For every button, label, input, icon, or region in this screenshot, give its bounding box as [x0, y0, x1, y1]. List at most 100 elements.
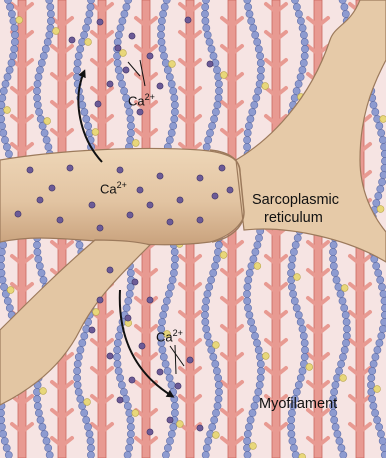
myosin-bead: [0, 430, 7, 437]
myosin-bead: [300, 332, 307, 339]
myosin-bead: [124, 402, 131, 409]
myosin-bead: [375, 269, 382, 276]
myosin-bead: [77, 395, 84, 402]
myosin-bead: [157, 31, 164, 38]
myosin-bead: [332, 381, 339, 388]
myosin-bead: [257, 367, 264, 374]
calcium-ion-dot-icon: [175, 383, 181, 389]
myosin-bead: [244, 129, 251, 136]
myosin-bead: [290, 248, 297, 255]
myosin-bead: [343, 332, 350, 339]
troponin-dot: [262, 353, 269, 360]
calcium-ion-dot-icon: [89, 202, 95, 208]
troponin-dot: [92, 129, 99, 136]
myosin-bead: [245, 122, 252, 129]
myosin-bead: [212, 409, 219, 416]
myosin-bead: [244, 0, 251, 4]
myosin-bead: [288, 430, 295, 437]
myosin-bead: [83, 24, 90, 31]
myosin-bead: [209, 423, 216, 430]
myosin-bead: [208, 276, 215, 283]
myosin-bead: [0, 283, 7, 290]
myosin-bead: [74, 381, 81, 388]
myosin-bead: [121, 10, 128, 17]
myosin-bead: [127, 416, 134, 423]
troponin-dot: [177, 421, 184, 428]
myosin-bead: [287, 269, 294, 276]
myosin-bead: [33, 87, 40, 94]
myosin-bead: [248, 318, 255, 325]
myosin-bead: [114, 59, 121, 66]
myosin-bead: [343, 325, 350, 332]
myosin-bead: [160, 311, 167, 318]
myosin-bead: [293, 304, 300, 311]
myosin-bead: [162, 59, 169, 66]
myosin-bead: [11, 31, 18, 38]
myosin-bead: [6, 66, 13, 73]
calcium-ion-dot-icon: [177, 197, 183, 203]
myosin-bead: [244, 304, 251, 311]
myosin-bead: [378, 283, 385, 290]
myosin-bead: [378, 129, 385, 136]
myosin-bead: [245, 423, 252, 430]
myosin-bead: [215, 395, 222, 402]
myosin-bead: [330, 241, 337, 248]
myosin-bead: [291, 94, 298, 101]
calcium-ion-dot-icon: [37, 197, 43, 203]
calcium-ion-dot-icon: [212, 193, 218, 199]
myosin-bead: [246, 311, 253, 318]
myosin-bead: [161, 3, 168, 10]
myosin-bead: [203, 444, 210, 451]
troponin-dot: [16, 17, 23, 24]
myosin-bead: [244, 451, 251, 458]
myosin-bead: [288, 416, 295, 423]
calcium-ion-dot-icon: [137, 187, 143, 193]
troponin-dot: [213, 342, 220, 349]
myosin-bead: [120, 388, 127, 395]
myosin-bead: [11, 24, 18, 31]
myosin-bead: [373, 262, 380, 269]
myosin-bead: [0, 276, 6, 283]
myosin-bead: [215, 374, 222, 381]
myosin-bead: [6, 3, 13, 10]
myosin-bead: [255, 234, 262, 241]
myosin-bead: [45, 444, 52, 451]
myosin-bead: [158, 318, 165, 325]
calcium-ion-dot-icon: [127, 212, 133, 218]
calcium-ion-dot-icon: [197, 217, 203, 223]
myosin-bead: [372, 108, 379, 115]
calcium-ion-dot-icon: [147, 429, 153, 435]
myosin-bead: [212, 360, 219, 367]
myosin-bead: [0, 101, 5, 108]
myosin-bead: [2, 80, 9, 87]
myosin-bead: [160, 10, 167, 17]
myosin-bead: [202, 451, 209, 458]
myosin-bead: [1, 437, 8, 444]
myosin-bead: [339, 353, 346, 360]
myosin-bead: [330, 262, 337, 269]
calcium-ion-dot-icon: [207, 61, 213, 67]
myosin-bead: [81, 31, 88, 38]
myosin-bead: [117, 24, 124, 31]
calcium-label-bottom: Ca2+: [156, 328, 183, 344]
troponin-dot: [306, 364, 313, 371]
myosin-bead: [332, 423, 339, 430]
myosin-bead: [115, 66, 122, 73]
myosin-bead: [287, 423, 294, 430]
myosin-bead: [126, 108, 133, 115]
myosin-bead: [123, 3, 130, 10]
leader-line: [170, 346, 184, 366]
myosin-bead: [81, 409, 88, 416]
myosin-bead: [124, 451, 131, 458]
calcium-ion-dot-icon: [97, 225, 103, 231]
calcium-ion-dot-icon: [167, 219, 173, 225]
myosin-bead: [289, 255, 296, 262]
myosin-bead: [343, 318, 350, 325]
calcium-ion-dot-icon: [117, 167, 123, 173]
myosin-bead: [340, 451, 347, 458]
myosin-bead: [245, 276, 252, 283]
myosin-bead: [203, 24, 210, 31]
myosin-bead: [171, 262, 178, 269]
myosin-bead: [213, 66, 220, 73]
myosin-bead: [41, 430, 48, 437]
